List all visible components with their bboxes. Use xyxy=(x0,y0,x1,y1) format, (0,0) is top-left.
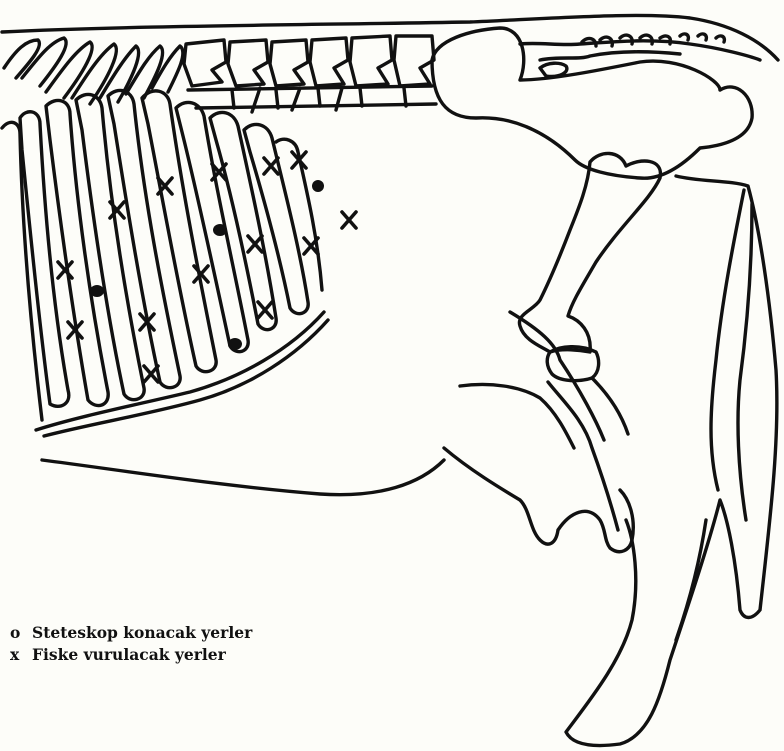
ribs xyxy=(2,90,322,420)
belly-line xyxy=(42,460,444,495)
legend-label-stethoscope: Steteskop konacak yerler xyxy=(32,622,252,644)
legend: o Steteskop konacak yerler x Fiske vurul… xyxy=(10,622,252,666)
legend-label-percussion: Fiske vurulacak yerler xyxy=(32,644,226,666)
hind-leg-tendon xyxy=(676,190,744,640)
legend-item-stethoscope: o Steteskop konacak yerler xyxy=(10,622,252,644)
sacrum-edge xyxy=(540,52,680,60)
percussion-site xyxy=(248,236,262,252)
stethoscope-site xyxy=(90,285,104,297)
pelvis xyxy=(432,28,752,178)
stethoscope-site xyxy=(228,338,242,350)
udder xyxy=(444,448,633,552)
legend-symbol-circle: o xyxy=(10,622,32,644)
sacral-foramen xyxy=(540,63,567,76)
costal-arch-lower xyxy=(44,320,328,436)
percussion-site xyxy=(144,366,158,382)
femur xyxy=(519,153,660,352)
lumbar-vertebrae xyxy=(184,36,436,112)
percussion-site xyxy=(342,212,356,228)
tibia xyxy=(548,378,628,530)
legend-item-percussion: x Fiske vurulacak yerler xyxy=(10,644,252,666)
legend-symbol-cross: x xyxy=(10,644,32,666)
stethoscope-site xyxy=(312,180,324,192)
sacral-bumps xyxy=(582,34,724,46)
hind-leg-tendon-inner xyxy=(738,204,752,520)
stethoscope-site xyxy=(213,224,227,236)
percussion-site xyxy=(258,302,272,318)
percussion-site xyxy=(264,158,278,174)
